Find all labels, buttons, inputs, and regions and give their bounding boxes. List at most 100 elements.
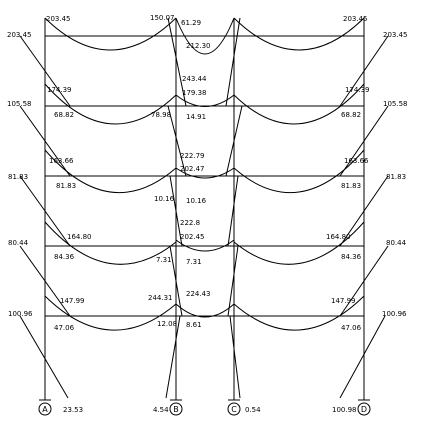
col-c-moment-2 xyxy=(225,105,243,177)
left-label-l5: 203.45 xyxy=(7,31,32,39)
right-moment-labels: 203.45 105.58 81.83 80.44 100.96 xyxy=(382,31,408,318)
curve-left-bay-l5 xyxy=(44,17,177,51)
left-bay-label-3: 163.66 xyxy=(49,157,74,165)
left-label-l2: 80.44 xyxy=(8,239,29,247)
left-bay-label-7: 147.99 xyxy=(60,297,85,305)
top-label-mid-a: 150.07 xyxy=(150,14,175,22)
col-c-moment-5 xyxy=(229,315,241,399)
right-label-l3: 81.83 xyxy=(386,173,406,181)
axis-label-d: D xyxy=(361,405,367,414)
col-c-moment-1 xyxy=(225,17,241,107)
axis-bubbles: A B C D xyxy=(38,402,371,416)
col-b-label-4: 244.31 xyxy=(148,294,173,302)
col-c-moment-4 xyxy=(227,245,239,317)
axis-bubble-a xyxy=(38,402,52,416)
base-label-a: 23.53 xyxy=(63,406,83,414)
col-a-moment-3 xyxy=(19,175,71,247)
col-b-moment-5 xyxy=(165,315,181,399)
top-label-mid-b: 61.29 xyxy=(181,19,201,27)
mid-label-12: 8.61 xyxy=(186,321,202,329)
axis-label-a: A xyxy=(42,405,48,414)
left-label-l1: 100.96 xyxy=(8,310,33,318)
curve-mid-bay-l4 xyxy=(175,94,235,107)
curve-mid-bay-l3 xyxy=(175,167,235,179)
mid-label-2: 243.44 xyxy=(182,75,207,83)
col-b-moment-2 xyxy=(167,105,187,177)
top-label-left-bay: 203.45 xyxy=(46,15,71,23)
axis-label-b: B xyxy=(173,405,179,414)
right-label-l5: 203.45 xyxy=(383,31,408,39)
left-bay-label-6: 84.36 xyxy=(54,253,75,261)
right-bay-label-8: 47.06 xyxy=(341,324,362,332)
axis-bubble-c xyxy=(227,402,241,416)
left-bay-label-8: 47.06 xyxy=(54,324,75,332)
mid-bay-labels: 212.30 243.44 179.38 14.91 222.79 202.47… xyxy=(180,42,211,329)
curve-mid-bay-l1 xyxy=(175,303,235,318)
left-moment-labels: 203.45 105.58 81.83 80.44 100.96 xyxy=(7,31,33,318)
mid-label-11: 224.43 xyxy=(186,290,211,298)
left-bay-label-5: 164.80 xyxy=(67,233,92,241)
mid-label-1: 212.30 xyxy=(186,42,211,50)
col-a-moment-4 xyxy=(19,245,71,317)
base-label-c: 0.54 xyxy=(245,406,261,414)
left-bay-label-2: 68.82 xyxy=(54,111,74,119)
axis-label-c: C xyxy=(231,405,237,414)
left-bay-label-4: 81.83 xyxy=(56,182,76,190)
curve-right-bay-l1 xyxy=(233,295,365,331)
curve-left-bay-l2 xyxy=(44,221,177,265)
right-bay-label-5: 164.80 xyxy=(326,233,351,241)
axis-bubble-d xyxy=(357,402,371,416)
col-b-moment-1 xyxy=(167,17,187,107)
col-a-moment-2 xyxy=(19,105,71,177)
base-label-d: 100.98 xyxy=(332,406,357,414)
mid-label-8: 222.8 xyxy=(180,219,200,227)
left-label-l4: 105.58 xyxy=(7,100,32,108)
col-a-moment-1 xyxy=(19,35,71,107)
mid-label-7: 10.16 xyxy=(186,197,207,205)
curve-right-bay-l5 xyxy=(233,17,365,51)
right-bay-label-6: 84.36 xyxy=(341,253,362,261)
curve-left-bay-l4 xyxy=(44,83,177,125)
left-bay-labels: 174.39 68.82 163.66 81.83 164.80 84.36 1… xyxy=(47,86,92,332)
mid-label-4: 14.91 xyxy=(186,113,206,121)
curve-left-bay-l1 xyxy=(44,295,177,331)
mid-label-6: 202.47 xyxy=(180,165,205,173)
mid-label-5: 222.79 xyxy=(180,152,205,160)
col-d-moment-5 xyxy=(339,315,386,399)
beam-moment-curves xyxy=(44,17,365,331)
right-bay-labels: 174.39 68.82 163.66 81.83 164.80 84.36 1… xyxy=(326,86,370,332)
left-label-l3: 81.83 xyxy=(8,173,28,181)
curve-mid-bay-l5 xyxy=(175,17,235,55)
base-label-b: 4.54 xyxy=(153,406,169,414)
col-b-moment-4 xyxy=(169,245,183,317)
col-b-label-1: 78.98 xyxy=(151,111,171,119)
right-label-l2: 80.44 xyxy=(386,239,407,247)
column-b-labels: 78.98 10.16 7.31 244.31 12.08 xyxy=(148,111,177,328)
col-d-moment-4 xyxy=(339,245,389,317)
left-bay-label-1: 174.39 xyxy=(47,86,72,94)
col-b-label-2: 10.16 xyxy=(154,195,175,203)
col-d-moment-2 xyxy=(339,105,389,177)
col-b-label-3: 7.31 xyxy=(156,256,172,264)
col-a-moment-5 xyxy=(19,315,69,399)
curve-left-bay-l3 xyxy=(44,149,177,193)
column-moment-lines xyxy=(19,17,389,399)
right-bay-label-2: 68.82 xyxy=(341,111,361,119)
mid-label-3: 179.38 xyxy=(182,89,207,97)
right-bay-label-3: 163.66 xyxy=(344,157,369,165)
columns xyxy=(44,18,365,400)
curve-right-bay-l3 xyxy=(233,149,365,193)
col-d-moment-1 xyxy=(339,35,389,107)
mid-label-9: 202.45 xyxy=(180,233,205,241)
right-bay-label-7: 147.99 xyxy=(331,297,356,305)
curve-right-bay-l2 xyxy=(233,221,365,265)
top-moment-labels: 203.45 150.07 61.29 203.45 xyxy=(46,14,368,27)
right-bay-label-4: 81.83 xyxy=(341,182,361,190)
top-label-right-bay: 203.45 xyxy=(343,15,368,23)
right-label-l4: 105.58 xyxy=(383,100,408,108)
col-d-moment-3 xyxy=(339,175,389,247)
right-label-l1: 100.96 xyxy=(382,310,407,318)
col-b-label-5: 12.08 xyxy=(157,320,177,328)
